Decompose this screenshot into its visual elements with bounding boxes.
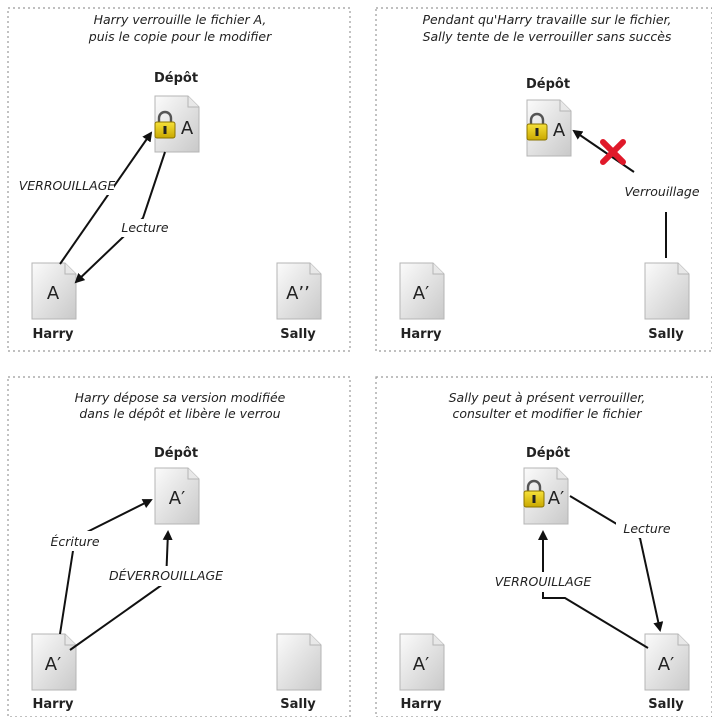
label-background bbox=[40, 531, 110, 551]
document-letter: A bbox=[181, 118, 194, 139]
harry-document: A′ bbox=[31, 633, 77, 691]
document-letter: A bbox=[47, 283, 60, 304]
panel-2: Pendant qu'Harry travaille sur le fichie… bbox=[375, 7, 712, 352]
write-arrow-label: Écriture bbox=[50, 534, 99, 549]
caption-line-2: Sally tente de le verrouiller sans succè… bbox=[423, 29, 672, 44]
read-arrow-label: Lecture bbox=[121, 220, 168, 235]
lock-arrow bbox=[538, 530, 649, 649]
sally-document: A’’ bbox=[276, 262, 322, 320]
caption-line-2: consulter et modifier le fichier bbox=[452, 406, 642, 421]
document-letter: A bbox=[553, 120, 566, 141]
label-background bbox=[20, 175, 114, 195]
padlock-icon bbox=[526, 112, 548, 141]
sally-label: Sally bbox=[648, 697, 684, 712]
caption-line-1: Sally peut à présent verrouiller, bbox=[449, 390, 646, 405]
repository-label: Dépôt bbox=[526, 446, 570, 461]
caption-line-1: Harry dépose sa version modifiée bbox=[75, 390, 286, 405]
unlock-arrow-label: DÉVERROUILLAGE bbox=[109, 568, 223, 583]
document-letter: A′ bbox=[413, 654, 429, 675]
document-letter: A’’ bbox=[286, 283, 310, 304]
document-letter: A′ bbox=[658, 654, 674, 675]
label-background bbox=[94, 566, 238, 586]
harry-label: Harry bbox=[33, 697, 74, 712]
read-arrow-label: Lecture bbox=[623, 521, 670, 536]
panel-frame bbox=[375, 7, 712, 352]
label-background bbox=[618, 182, 706, 202]
harry-document: A bbox=[31, 262, 77, 320]
panel-frame bbox=[7, 376, 351, 717]
padlock-icon bbox=[523, 479, 545, 508]
sally-label: Sally bbox=[280, 327, 316, 342]
panel-frame bbox=[7, 7, 351, 352]
document-letter: A′ bbox=[413, 283, 429, 304]
document-letter: A′ bbox=[169, 488, 185, 509]
caption-line-2: dans le dépôt et libère le verrou bbox=[79, 406, 280, 421]
read-arrow bbox=[74, 151, 166, 284]
caption-line-1: Pendant qu'Harry travaille sur le fichie… bbox=[422, 12, 671, 27]
repository-label: Dépôt bbox=[154, 446, 198, 461]
sally-document: A′ bbox=[644, 633, 690, 691]
harry-label: Harry bbox=[33, 327, 74, 342]
caption-line-1: Harry verrouille le fichier A, bbox=[94, 12, 267, 27]
lock-arrow-label: VERROUILLAGE bbox=[495, 574, 592, 589]
repository-document: A′ bbox=[154, 467, 200, 525]
panel-4: Sally peut à présent verrouiller, consul… bbox=[375, 376, 712, 717]
panel-3: Harry dépose sa version modifiée dans le… bbox=[7, 376, 351, 717]
document-letter: A′ bbox=[548, 488, 564, 509]
sally-document bbox=[644, 262, 690, 320]
lock-arrow bbox=[59, 131, 153, 265]
label-background bbox=[114, 219, 176, 237]
repository-label: Dépôt bbox=[526, 77, 570, 92]
harry-label: Harry bbox=[401, 697, 442, 712]
padlock-icon bbox=[154, 110, 176, 139]
sally-label: Sally bbox=[648, 327, 684, 342]
lock-attempt-label: Verrouillage bbox=[624, 184, 699, 199]
panel-1: Harry verrouille le fichier A, puis le c… bbox=[7, 7, 351, 352]
document-letter: A′ bbox=[45, 654, 61, 675]
failure-x-icon bbox=[600, 139, 626, 165]
caption-line-2: puis le copie pour le modifier bbox=[88, 29, 272, 44]
sally-document bbox=[276, 633, 322, 691]
repository-label: Dépôt bbox=[154, 71, 198, 86]
lock-arrow-label: VERROUILLAGE bbox=[19, 178, 116, 193]
sally-label: Sally bbox=[280, 697, 316, 712]
label-background bbox=[480, 572, 606, 592]
label-background bbox=[616, 520, 678, 538]
harry-document: A′ bbox=[399, 633, 445, 691]
panel-frame bbox=[375, 376, 712, 717]
harry-label: Harry bbox=[401, 327, 442, 342]
harry-document: A′ bbox=[399, 262, 445, 320]
failed-lock-arrow bbox=[572, 129, 635, 173]
